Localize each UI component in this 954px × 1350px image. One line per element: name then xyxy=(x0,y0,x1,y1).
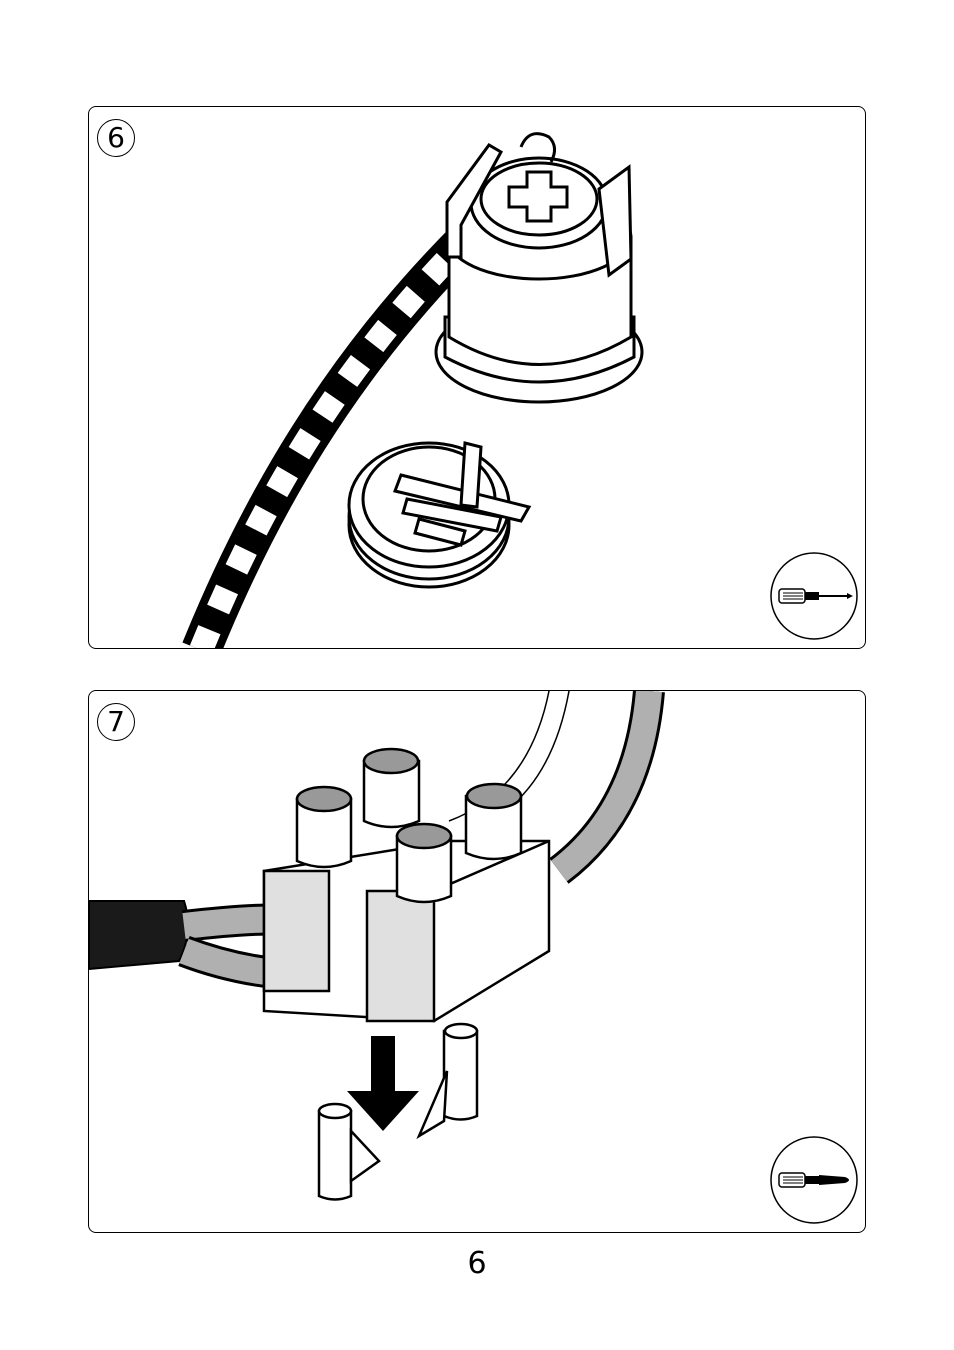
terminal-block xyxy=(264,749,549,1021)
lampholder-cap xyxy=(349,443,529,587)
lampholder-illustration xyxy=(89,107,866,649)
step-7-panel: 7 xyxy=(88,690,866,1233)
screwdriver-icon xyxy=(769,1135,859,1225)
cable-sheath xyxy=(89,901,188,969)
page-number: 6 xyxy=(0,1246,954,1281)
terminal-block-illustration xyxy=(89,691,866,1233)
step-6-panel: 6 xyxy=(88,106,866,649)
lampholder-body xyxy=(436,134,642,402)
insert-arrow xyxy=(347,1036,419,1131)
screwdriver-icon xyxy=(769,551,859,641)
